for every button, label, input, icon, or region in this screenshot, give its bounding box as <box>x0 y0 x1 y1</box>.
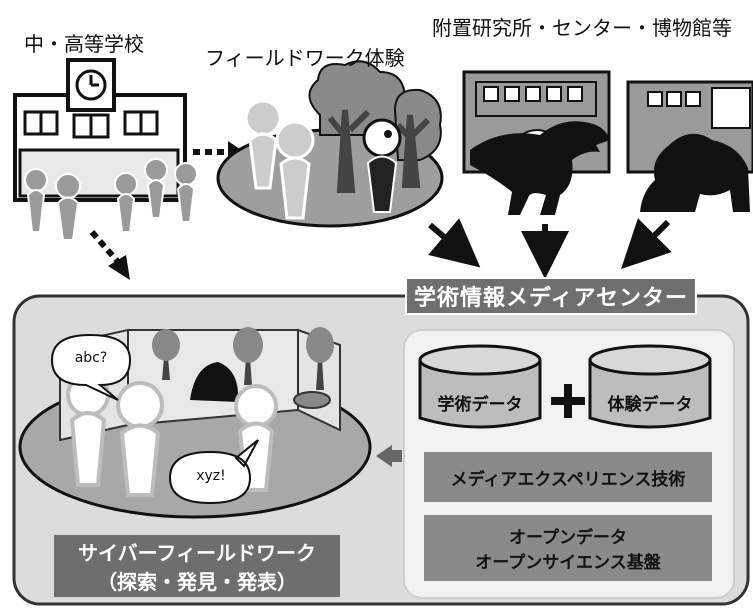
school-label: 中・高等学校 <box>24 32 144 56</box>
speech-bubble-left <box>50 333 132 401</box>
dotted-arrow-down <box>89 230 130 280</box>
fieldwork-scene <box>216 60 444 228</box>
experience-data-label: 体験データ <box>607 395 693 415</box>
fieldwork-label: フィールドワーク体験 <box>205 46 405 70</box>
gorilla-icon <box>640 133 750 212</box>
institutes-label: 附置研究所・センター・博物館等 <box>432 16 732 40</box>
academic-data-label: 学術データ <box>437 395 523 415</box>
experience-data-cylinder <box>588 344 712 429</box>
open-science-label: オープンサイエンス基盤 <box>475 553 661 573</box>
arrow-to-cyber <box>376 445 402 467</box>
media-tech-box: メディアエクスペリエンス技術 <box>424 452 712 502</box>
plus-icon <box>551 384 585 418</box>
cyber-fieldwork-title: サイバーフィールドワーク <box>78 541 316 565</box>
open-data-label: オープンデータ <box>509 528 627 548</box>
open-science-box: オープンデータ オープンサイエンス基盤 <box>424 515 712 581</box>
cyber-fieldwork-sub: （探索・発見・発表） <box>97 570 297 594</box>
speech-bubble-right <box>168 439 259 505</box>
bubble-text-xyz: xyz! <box>196 468 226 484</box>
bubble-text-abc: abc? <box>74 350 108 366</box>
cyber-fieldwork-box: サイバーフィールドワーク （探索・発見・発表） <box>54 535 340 597</box>
dinosaur-icon <box>470 121 610 215</box>
cyber-people <box>66 373 278 497</box>
center-title: 学術情報メディアセンター <box>405 277 697 315</box>
students-group <box>24 158 198 241</box>
arrow-from-fieldwork <box>428 218 481 268</box>
media-tech-label: メディアエクスペリエンス技術 <box>450 469 686 490</box>
arrow-from-gorilla <box>621 218 672 269</box>
academic-data-cylinder <box>418 344 542 429</box>
